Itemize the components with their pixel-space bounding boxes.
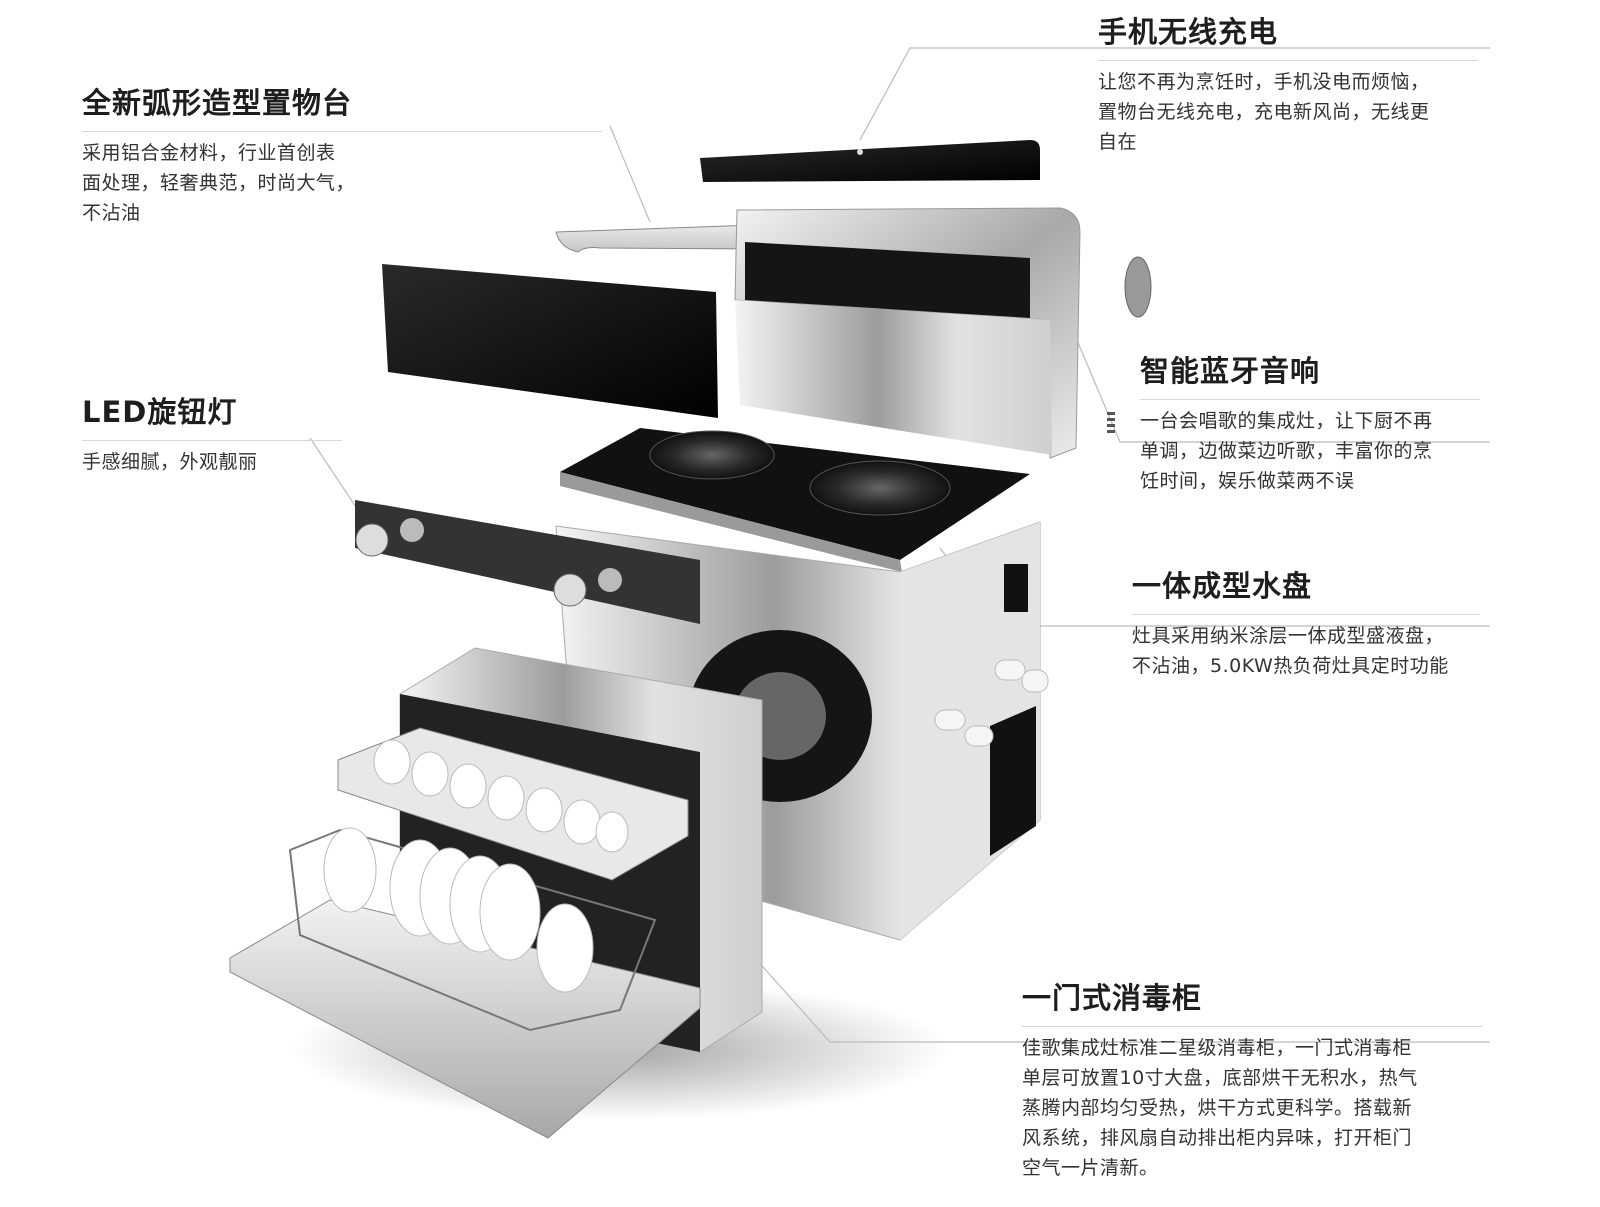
charging-logo [857, 149, 863, 155]
fan-housing [990, 706, 1036, 856]
cooktop-edge [560, 472, 902, 572]
divider [1022, 1026, 1482, 1027]
divider [1098, 60, 1478, 61]
feature-wireless-charge: 手机无线充电 让您不再为烹饪时，手机没电而烦恼， 置物台无线充电，充电新风尚，无… [1098, 12, 1478, 157]
speaker-small-icon [1107, 412, 1115, 433]
knob-light-left [400, 518, 424, 542]
control-panel [355, 500, 700, 624]
plate-stack [323, 827, 594, 993]
cabinet-door [229, 899, 701, 1139]
feature-desc-line: 佳歌集成灶标准二星级消毒柜，一门式消毒柜 [1022, 1037, 1413, 1059]
feature-bluetooth-speaker: 智能蓝牙音响 一台会唱歌的集成灶，让下厨不再 单调，边做菜边听歌，丰富你的烹 饪… [1140, 351, 1480, 496]
feature-title: LED旋钮灯 [82, 395, 238, 429]
feature-title: 智能蓝牙音响 [1140, 354, 1321, 388]
feature-arc-shelf: 全新弧形造型置物台 采用铝合金材料，行业首创表 面处理，轻奢典范，时尚大气， 不… [82, 83, 602, 228]
feature-led-knob: LED旋钮灯 手感细腻，外观靓丽 [82, 392, 342, 477]
knob-light-right [598, 568, 622, 592]
feature-desc-line: 手感细腻，外观靓丽 [82, 451, 258, 473]
divider [82, 440, 342, 441]
glass-back-panel [382, 264, 718, 418]
feature-desc-line: 单调，边做菜边听歌，丰富你的烹 [1140, 440, 1433, 462]
divider [82, 131, 602, 132]
dish-rack [288, 828, 657, 1032]
bowl-stack [373, 739, 629, 853]
speaker-grill-icon [1124, 256, 1152, 318]
feature-desc-line: 一台会唱歌的集成灶，让下厨不再 [1140, 410, 1433, 432]
feature-desc-line: 空气一片清新。 [1022, 1157, 1159, 1179]
feature-desc-line: 自在 [1098, 131, 1138, 153]
feature-desc-line: 单层可放置10寸大盘，底部烘干无积水，热气 [1022, 1067, 1418, 1089]
hood-front [735, 300, 1052, 455]
feature-desc-line: 让您不再为烹饪时，手机没电而烦恼， [1098, 71, 1430, 93]
feature-desc-line: 不沾油 [82, 202, 141, 224]
divider [1140, 399, 1480, 400]
feature-title: 一体成型水盘 [1132, 569, 1313, 603]
feature-desc-line: 面处理，轻奢典范，时尚大气， [82, 172, 356, 194]
knob-left[interactable] [355, 523, 389, 557]
feature-desc-line: 不沾油，5.0KW热负荷灶具定时功能 [1132, 655, 1449, 677]
burner-left [649, 430, 775, 480]
feature-disinfection-cabinet: 一门式消毒柜 佳歌集成灶标准二星级消毒柜，一门式消毒柜 单层可放置10寸大盘，底… [1022, 978, 1482, 1183]
feature-desc-line: 风系统，排风扇自动排出柜内异味，打开柜门 [1022, 1127, 1413, 1149]
feature-water-tray: 一体成型水盘 灶具采用纳米涂层一体成型盛液盘， 不沾油，5.0KW热负荷灶具定时… [1132, 566, 1480, 681]
side-port [1004, 564, 1028, 612]
feature-title: 手机无线充电 [1098, 15, 1279, 49]
burner-right [809, 460, 951, 516]
charging-panel [700, 140, 1040, 182]
knob-right[interactable] [553, 573, 587, 607]
feature-desc-line: 饪时间，娱乐做菜两不误 [1140, 470, 1355, 492]
feature-desc-line: 置物台无线充电，充电新风尚，无线更 [1098, 101, 1430, 123]
feature-desc-line: 采用铝合金材料，行业首创表 [82, 142, 336, 164]
feature-title: 全新弧形造型置物台 [82, 86, 353, 120]
feature-desc-line: 灶具采用纳米涂层一体成型盛液盘， [1132, 625, 1445, 647]
hood-intake [745, 242, 1030, 318]
divider [1132, 614, 1480, 615]
feature-desc-line: 蒸腾内部均匀受热，烘干方式更科学。搭载新 [1022, 1097, 1413, 1119]
feature-title: 一门式消毒柜 [1022, 981, 1203, 1015]
side-connectors [934, 659, 1049, 747]
